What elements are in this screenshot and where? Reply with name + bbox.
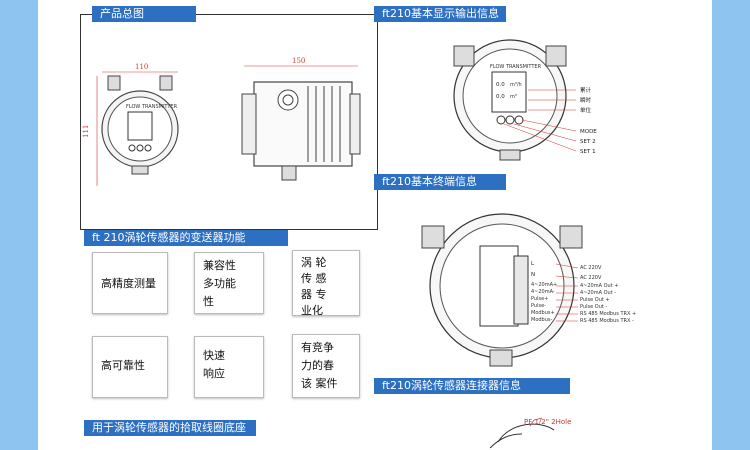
- terminal-line-4: 4~20mA Out -: [580, 290, 616, 296]
- dimension-height-front: 111: [82, 125, 90, 138]
- terminal-small-5: Modbus+: [531, 310, 555, 316]
- display-digit-2: 0.0: [496, 94, 505, 100]
- terminal-drawing: L N 4~20mA+ 4~20mA- Pulse+ Pulse- Modbus…: [421, 213, 636, 367]
- terminal-line-1: AC 220V: [580, 265, 602, 271]
- terminal-label-L: L: [531, 261, 535, 267]
- terminal-line-2: AC 220V: [580, 275, 602, 281]
- display-unit-1: m³/h: [510, 82, 522, 88]
- feature-text-3: 涡 轮 传 感 器 专 业化: [301, 256, 327, 316]
- display-callout-set2: SET 2: [580, 139, 596, 145]
- terminal-small-6: Modbus-: [531, 317, 552, 323]
- display-legend-3: 单位: [580, 106, 592, 114]
- terminal-small-4: Pulse-: [531, 303, 546, 309]
- terminal-small-3: Pulse+: [531, 296, 548, 302]
- terminal-small-2: 4~20mA-: [531, 289, 555, 295]
- feature-box-4: 高可靠性: [92, 336, 168, 398]
- dimension-width-front: 110: [135, 63, 148, 71]
- front-view-drawing: 110 111 FLOW TRANSMITTER: [82, 63, 179, 186]
- feature-text-4: 高可靠性: [101, 359, 145, 372]
- section-title-connector: ft210涡轮传感器连接器信息: [374, 378, 570, 394]
- terminal-line-5: Pulse Out +: [580, 297, 610, 303]
- section-title-overview: 产品总图: [92, 6, 196, 22]
- feature-box-5: 快速 响应: [194, 336, 264, 398]
- feature-text-1: 高精度测量: [101, 277, 156, 290]
- section-title-functions: ft 210涡轮传感器的变送器功能: [84, 230, 288, 246]
- terminal-label-N: N: [531, 272, 535, 278]
- overview-drawing: 110 111 FLOW TRANSMITTER 150: [82, 57, 361, 186]
- feature-text-2: 兼容性 多功能 性: [203, 259, 236, 308]
- display-callout-mode: MODE: [580, 129, 597, 135]
- feature-box-1: 高精度测量: [92, 252, 168, 314]
- side-view-drawing: 150: [241, 57, 361, 181]
- section-title-display: ft210基本显示输出信息: [374, 6, 506, 22]
- display-digit-1: 0.0: [496, 82, 505, 88]
- terminal-line-8: RS 485 Modbus TRX -: [580, 318, 634, 324]
- dimension-width-side: 150: [292, 57, 305, 65]
- display-legend-1: 累计: [580, 86, 592, 94]
- terminal-line-7: RS 485 Modbus TRX +: [580, 311, 636, 317]
- feature-text-5: 快速 响应: [203, 349, 225, 380]
- terminal-line-3: 4~20mA Out +: [580, 283, 618, 289]
- section-title-terminal: ft210基本终端信息: [374, 174, 506, 190]
- right-margin: [712, 0, 750, 450]
- display-callout-set1: SET 1: [580, 149, 596, 155]
- section-title-pickup: 用于涡轮传感器的拾取线圈底座: [84, 420, 256, 436]
- display-screen-label: FLOW TRANSMITTER: [490, 64, 542, 70]
- feature-box-6: 有竞争 力的春 该 案件: [292, 334, 360, 398]
- left-margin: [0, 0, 38, 450]
- display-legend-2: 瞬时: [580, 96, 592, 104]
- front-screen-label: FLOW TRANSMITTER: [126, 104, 178, 110]
- display-drawing: FLOW TRANSMITTER 0.0 0.0 m³/h m³ 累计 瞬时 单…: [453, 39, 597, 161]
- pickup-label: PF 1/2" 2Hole: [524, 418, 571, 426]
- terminal-line-6: Pulse Out -: [580, 304, 607, 310]
- pickup-drawing: PF 1/2" 2Hole: [489, 417, 571, 449]
- feature-box-2: 兼容性 多功能 性: [194, 252, 264, 314]
- display-unit-2: m³: [510, 94, 517, 100]
- terminal-small-1: 4~20mA+: [531, 282, 557, 288]
- feature-box-3: 涡 轮 传 感 器 专 业化: [292, 250, 360, 316]
- feature-text-6: 有竞争 力的春 该 案件: [301, 341, 338, 390]
